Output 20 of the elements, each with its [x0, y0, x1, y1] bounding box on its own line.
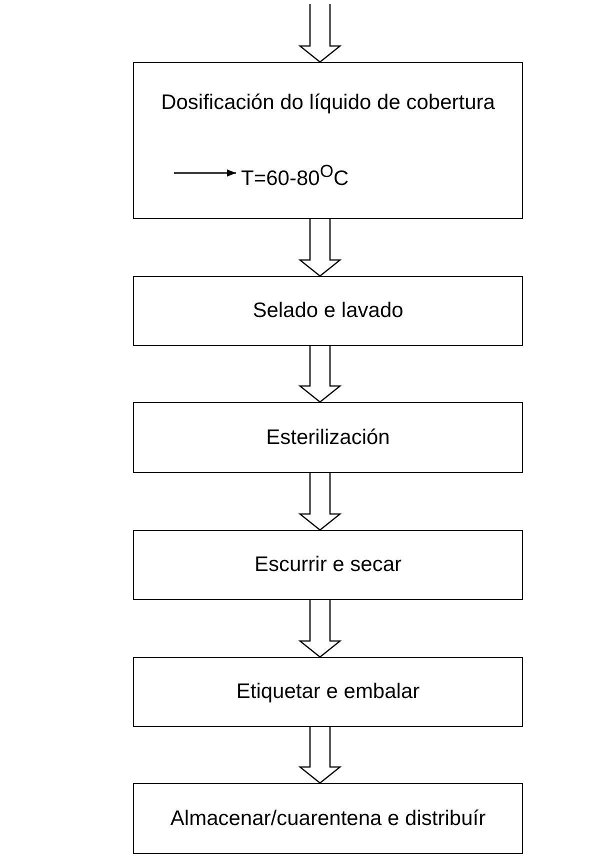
block-arrow — [298, 599, 342, 658]
block-arrow — [298, 472, 342, 531]
process-box — [133, 657, 523, 727]
block-arrow — [298, 726, 342, 784]
block-arrow — [298, 218, 342, 277]
step-label: Escurrir e secar — [253, 553, 403, 577]
block-arrow — [298, 345, 342, 403]
step-label: Selado e lavado — [252, 299, 404, 323]
block-arrow — [298, 3, 342, 63]
temperature-label: T=60-80$^{O}$C — [241, 160, 350, 192]
step-label: Dosificación do líquido de cobertura — [160, 91, 496, 115]
arrow — [174, 169, 236, 177]
process-box — [133, 783, 523, 854]
step-label: Etiquetar e embalar — [235, 680, 421, 704]
process-box — [133, 276, 523, 346]
step-label: Almacenar/cuarentena e distribuír — [169, 806, 487, 830]
process-box — [133, 402, 523, 473]
step-label: Esterilización — [265, 426, 391, 450]
process-box — [133, 530, 523, 600]
process-box — [133, 62, 523, 219]
